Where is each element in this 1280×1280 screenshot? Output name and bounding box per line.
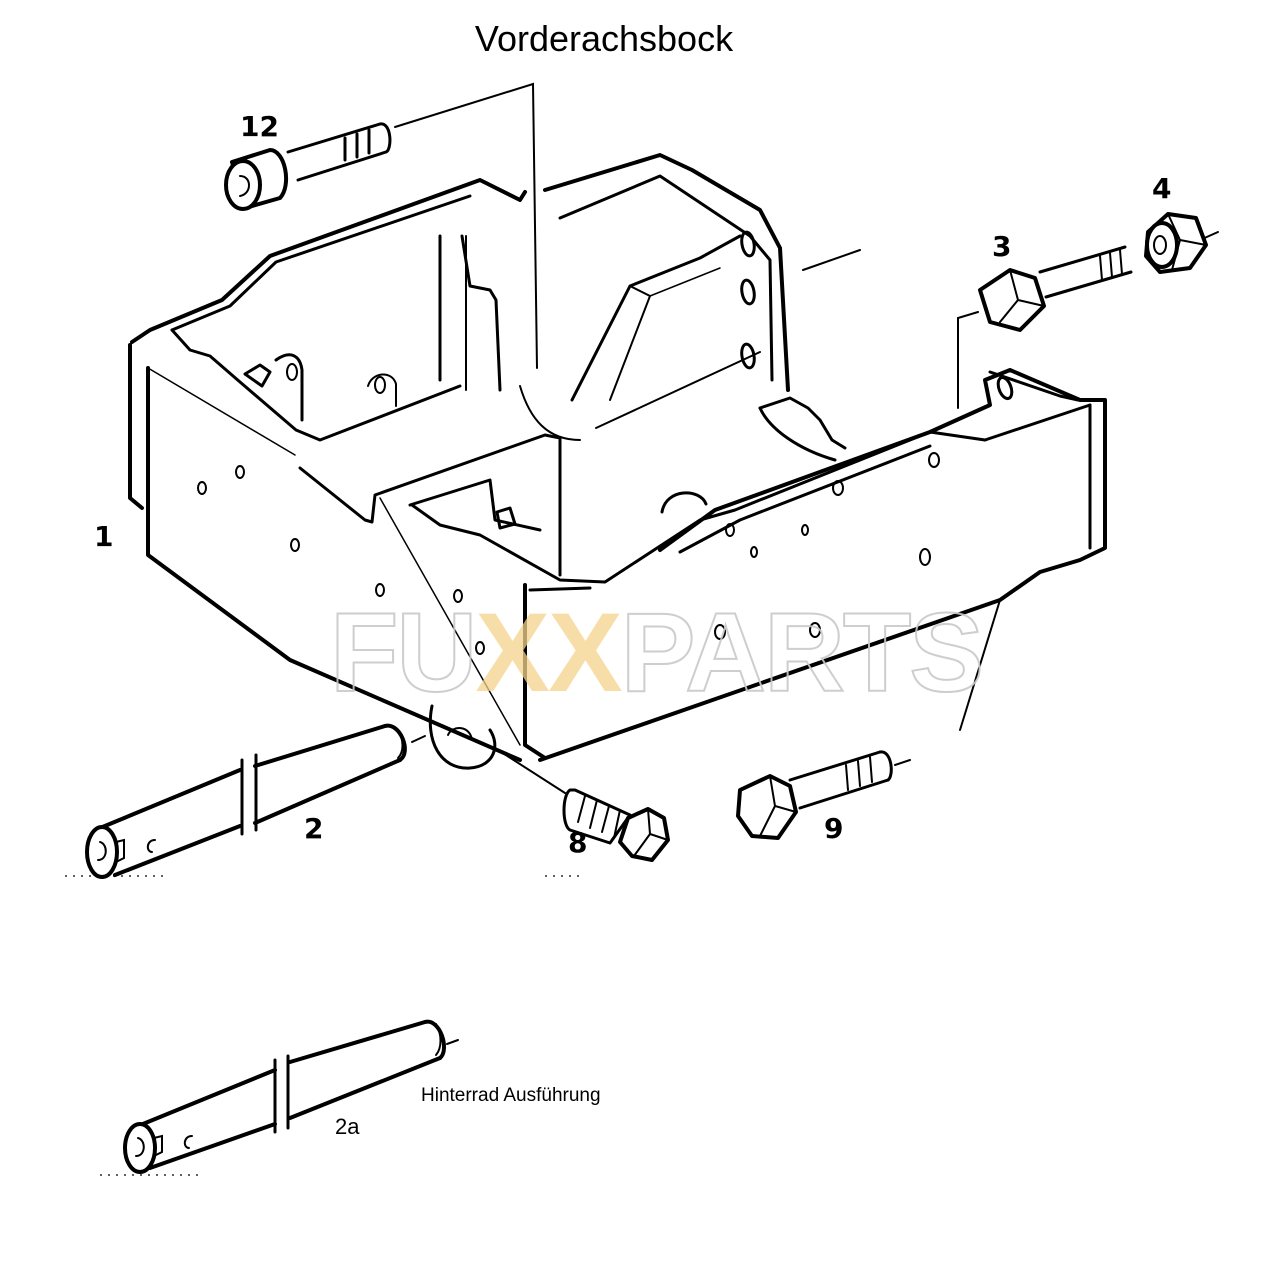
bolt-part-8 — [562, 788, 670, 862]
leader-lines — [65, 82, 1219, 1176]
nut-part-4 — [1144, 212, 1208, 274]
callout-2a: 2a — [335, 1114, 360, 1139]
callout-9: 9 — [824, 812, 844, 845]
variant-note: Hinterrad Ausführung — [421, 1085, 601, 1106]
screw-part-12 — [224, 122, 392, 211]
pin-part-2a — [123, 1019, 446, 1174]
callout-12: 12 — [240, 110, 279, 143]
housing-holes — [197, 363, 940, 655]
callout-2: 2 — [304, 812, 324, 845]
housing-part-1 — [128, 153, 1107, 770]
bolt-part-3 — [978, 245, 1133, 332]
pin-part-2 — [85, 723, 407, 879]
bolt-part-9 — [736, 750, 893, 840]
callout-8: 8 — [568, 826, 588, 859]
diagram-title: Vorderachsbock — [474, 18, 734, 59]
callout-3: 3 — [992, 230, 1012, 263]
callout-1: 1 — [94, 520, 114, 553]
callout-4: 4 — [1152, 172, 1172, 205]
